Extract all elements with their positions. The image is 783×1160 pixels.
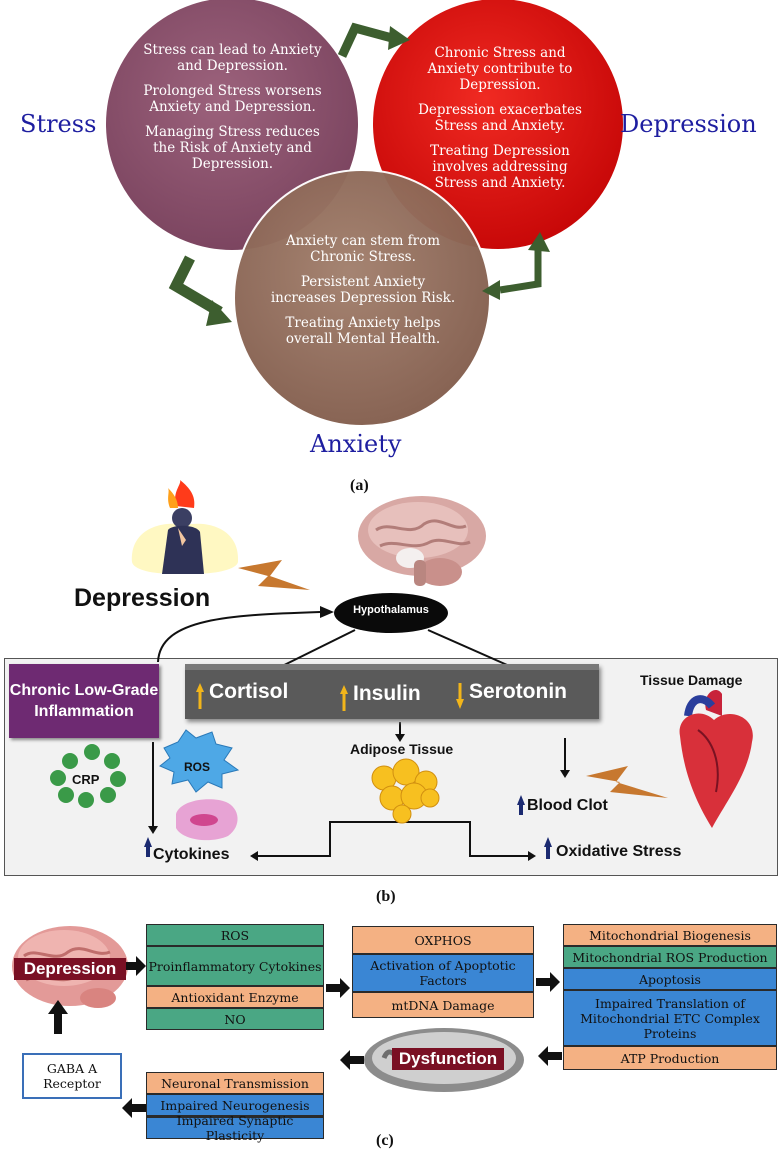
- stress-line: Managing Stress reduces the Risk of Anxi…: [145, 124, 320, 172]
- stress-line: Prolonged Stress worsens Anxiety and Dep…: [143, 83, 322, 115]
- hormone-cortisol: Cortisol: [209, 680, 289, 703]
- col2-mtdna-damage: mtDNA Damage: [352, 992, 534, 1018]
- adipose-tissue-label: Adipose Tissue: [350, 741, 454, 757]
- cycle-arrow-stress-to-depression: [337, 22, 394, 58]
- dysfunction-label: Dysfunction: [392, 1048, 504, 1070]
- depression-circle-text: Chronic Stress and Anxiety contribute to…: [410, 45, 590, 200]
- depression-line: Depression exacerbates Stress and Anxiet…: [418, 102, 582, 134]
- oxidative-stress-label: Oxidative Stress: [556, 843, 682, 860]
- up-arrow-icon: [340, 685, 348, 711]
- arrowhead-icon: [482, 280, 500, 300]
- stress-label: Stress: [20, 110, 97, 138]
- arrowhead-icon: [528, 851, 536, 861]
- caption-c: (c): [376, 1132, 394, 1149]
- stress-line: Stress can lead to Anxiety and Depressio…: [143, 42, 322, 74]
- inflammation-box: Chronic Low-Grade Inflammation: [9, 664, 159, 738]
- arrowhead-icon: [388, 26, 410, 50]
- col1-no: NO: [146, 1008, 324, 1030]
- panel-b-graphics: [50, 480, 753, 861]
- cell-icon: [176, 799, 238, 841]
- up-arrow-icon: [546, 845, 550, 859]
- up-arrow-icon: [544, 837, 552, 847]
- arrowhead-icon: [560, 770, 570, 778]
- col2-oxphos: OXPHOS: [352, 926, 534, 954]
- brain-icon: [358, 496, 486, 586]
- panel-a-graphics: [104, 0, 625, 427]
- col4-impaired-neurogenesis: Impaired Neurogenesis: [146, 1094, 324, 1116]
- ros-label: ROS: [184, 760, 211, 774]
- lightning-bolt-icon: [586, 766, 668, 798]
- anxiety-line: Persistent Anxiety increases Depression …: [270, 274, 456, 306]
- col3-mito-ros: Mitochondrial ROS Production: [563, 946, 777, 968]
- col4-neuronal-transmission: Neuronal Transmission: [146, 1072, 324, 1094]
- col1-antioxidant-enzyme: Antioxidant Enzyme: [146, 986, 324, 1008]
- crp-label: CRP: [72, 772, 100, 787]
- hormone-insulin: Insulin: [353, 682, 421, 705]
- up-arrow-icon: [196, 683, 204, 709]
- anxiety-line: Anxiety can stem from Chronic Stress.: [285, 233, 441, 265]
- hypothalamus-node: [334, 593, 448, 633]
- col3-impaired-translation: Impaired Translation of Mitochondrial ET…: [563, 990, 777, 1046]
- stress-circle-text: Stress can lead to Anxiety and Depressio…: [140, 42, 325, 181]
- depressed-person-icon: [131, 480, 239, 574]
- arrow-inflammation-to-hypothalamus: [157, 611, 321, 663]
- caption-b: (b): [376, 888, 396, 905]
- up-arrow-icon: [517, 795, 525, 805]
- col3-apoptosis: Apoptosis: [563, 968, 777, 990]
- arrowhead-icon: [206, 300, 232, 326]
- up-arrow-icon: [146, 845, 150, 857]
- cycle-arrow-anxiety-to-stress: [168, 255, 223, 317]
- panel-b-depression-label: Depression: [74, 584, 211, 612]
- tissue-damage-label: Tissue Damage: [640, 672, 743, 688]
- anxiety-line: Treating Anxiety helps overall Mental He…: [285, 315, 441, 347]
- depression-line: Treating Depression involves addressing …: [430, 143, 570, 191]
- depression-label: Depression: [620, 110, 757, 138]
- anxiety-circle-text: Anxiety can stem from Chronic Stress. Pe…: [268, 233, 458, 356]
- blood-clot-label: Blood Clot: [527, 797, 608, 814]
- col4-impaired-synaptic-plasticity: Impaired Synaptic Plasticity: [146, 1113, 324, 1143]
- hypothalamus-label: Hypothalamus: [353, 604, 429, 616]
- crp-cells-icon: [50, 744, 126, 808]
- anxiety-circle: [233, 169, 491, 427]
- caption-a: (a): [350, 477, 369, 494]
- hormone-bar: Cortisol Insulin Serotonin: [185, 664, 599, 719]
- depression-line: Chronic Stress and Anxiety contribute to…: [427, 45, 573, 93]
- ros-burst-icon: [159, 729, 240, 793]
- arrowhead-icon: [148, 826, 158, 834]
- up-arrow-icon: [144, 837, 152, 847]
- cytokines-label: Cytokines: [153, 846, 230, 863]
- down-arrow-icon: [456, 683, 464, 709]
- arrow-adipose-split: [255, 821, 530, 857]
- col3-mito-biogenesis: Mitochondrial Biogenesis: [563, 924, 777, 946]
- up-arrow-icon: [519, 803, 523, 815]
- arrowhead-icon: [320, 606, 334, 618]
- block-arrow-icon: [48, 956, 562, 1118]
- adipose-tissue-icon: [371, 758, 440, 824]
- depression-circle: [371, 0, 625, 251]
- panel-c-depression-label: Depression: [14, 958, 126, 980]
- arrowhead-icon: [528, 232, 550, 252]
- cycle-arrow-depression-to-anxiety: [499, 248, 542, 294]
- anxiety-label: Anxiety: [310, 430, 402, 458]
- gaba-a-receptor-box: GABA A Receptor: [22, 1053, 122, 1099]
- hormone-serotonin: Serotonin: [469, 680, 567, 703]
- heart-icon: [679, 689, 753, 828]
- col1-proinflammatory-cytokines: Proinflammatory Cytokines: [146, 946, 324, 986]
- col3-atp-production: ATP Production: [563, 1046, 777, 1070]
- col1-ros: ROS: [146, 924, 324, 946]
- arrowhead-icon: [395, 734, 405, 742]
- arrowhead-icon: [250, 851, 258, 861]
- lightning-bolt-icon: [238, 560, 310, 590]
- col2-apoptotic-factors: Activation of Apoptotic Factors: [352, 954, 534, 992]
